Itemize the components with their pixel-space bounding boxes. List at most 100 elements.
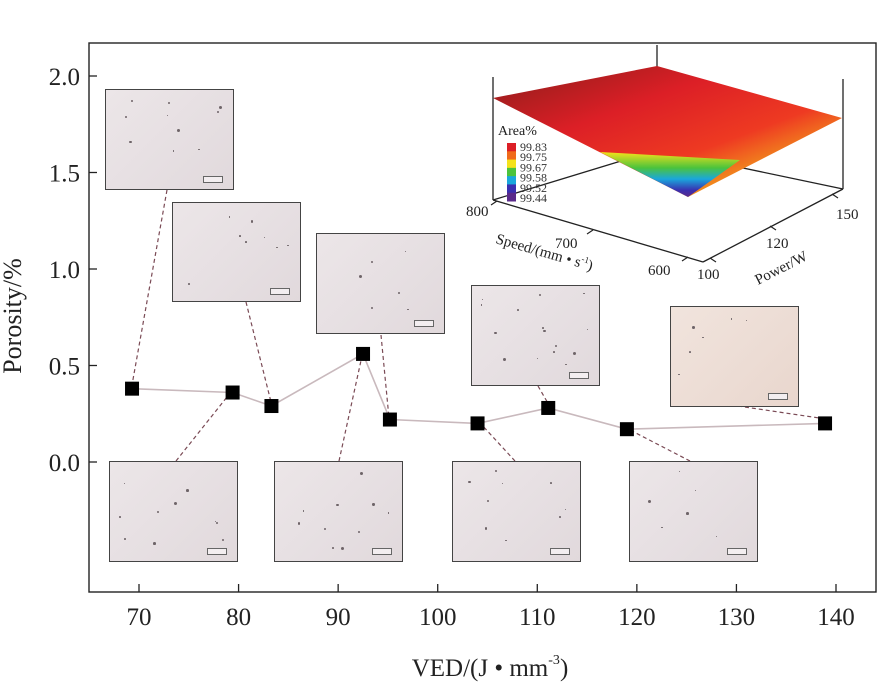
- connector-4: [338, 355, 363, 462]
- micrograph-5: [670, 306, 799, 407]
- inset-speed-tick-label: 800: [466, 204, 489, 220]
- inset-floor-front-left: [492, 199, 704, 263]
- micrograph-4: [471, 285, 600, 386]
- data-point: [541, 400, 556, 415]
- pore: [553, 350, 556, 353]
- pore: [688, 351, 691, 354]
- pore: [239, 235, 241, 237]
- pore: [542, 329, 546, 333]
- pore: [176, 128, 180, 132]
- colorbar-segment: [507, 192, 516, 202]
- y-axis: 2.01.51.00.50.0: [49, 64, 97, 477]
- pore: [661, 526, 664, 529]
- x-tick-label: 100: [419, 604, 457, 631]
- pore: [404, 250, 407, 253]
- pore: [264, 237, 266, 239]
- colorbar-segment: [507, 151, 516, 161]
- pore: [186, 489, 189, 492]
- pore: [678, 470, 681, 473]
- pore: [486, 500, 489, 503]
- scale-bar: [270, 288, 290, 295]
- pore: [372, 503, 375, 506]
- pore: [482, 298, 484, 300]
- speed-tick-600: [681, 256, 689, 262]
- x-axis-title: VED/(J • mm-3): [412, 653, 569, 682]
- colorbar-value: 99.83: [520, 140, 547, 154]
- series-markers: [125, 346, 833, 437]
- data-point: [619, 422, 634, 437]
- data-point: [818, 416, 833, 431]
- micrograph-1: [105, 89, 234, 190]
- inset-speed-tick-labels: 800 700 600: [466, 204, 671, 279]
- pore: [565, 363, 567, 365]
- speed-tick-800: [490, 200, 498, 206]
- micrograph-2: [172, 202, 301, 302]
- data-point: [356, 346, 371, 361]
- pore: [197, 148, 200, 151]
- pore: [217, 111, 220, 114]
- micrograph-6: [109, 461, 238, 562]
- colorbar-value: 99.44: [520, 191, 547, 205]
- pore: [564, 509, 566, 511]
- pore: [572, 351, 576, 355]
- data-point: [225, 385, 240, 400]
- pore: [222, 538, 225, 541]
- connector-3: [245, 301, 272, 403]
- x-tick-label: 140: [817, 604, 855, 631]
- pore: [340, 547, 344, 551]
- pore: [157, 511, 160, 514]
- pore: [517, 309, 520, 311]
- pore: [123, 482, 125, 485]
- x-tick-label: 130: [718, 604, 756, 631]
- colorbar-segment: [507, 143, 516, 152]
- pore: [407, 308, 409, 311]
- inset-floor-front-right: [702, 188, 844, 263]
- y-tick-label: 1.5: [49, 161, 80, 188]
- colorbar-segment: [507, 167, 516, 177]
- colorbar-segment: [507, 176, 516, 185]
- pore: [550, 482, 553, 485]
- pore: [371, 307, 374, 310]
- inset-power-tick-label: 100: [697, 267, 720, 283]
- pore: [332, 547, 335, 550]
- inset-colorbar: [507, 143, 516, 202]
- pore: [647, 500, 651, 504]
- pore: [287, 244, 289, 246]
- x-tick-label: 70: [127, 604, 152, 631]
- inset-power-tick-labels: 100 120 150: [697, 207, 859, 283]
- inset-legend-title: Area%: [498, 124, 537, 139]
- pore: [468, 481, 471, 484]
- micrograph-connectors: [131, 189, 827, 462]
- inset-power-axis-title: Power/W: [753, 248, 811, 288]
- inset-speed-tick-label: 700: [555, 236, 578, 252]
- inset-power-tick-label: 150: [836, 207, 859, 223]
- pore: [276, 246, 278, 249]
- colorbar-value: 99.52: [520, 181, 547, 195]
- inset-speed-tick-label: 600: [648, 263, 671, 279]
- speed-tick-700: [586, 229, 594, 235]
- connector-7: [537, 385, 550, 406]
- inset-power-tick-label: 120: [766, 236, 789, 252]
- pore: [187, 283, 190, 285]
- pore: [172, 149, 175, 152]
- y-tick-label: 0.5: [49, 354, 80, 381]
- connector-2: [175, 391, 232, 462]
- micrograph-8: [452, 461, 581, 562]
- pore: [554, 344, 558, 348]
- pore: [297, 522, 301, 525]
- pore: [214, 520, 217, 523]
- pore: [131, 100, 134, 103]
- pore: [360, 472, 364, 476]
- pore: [324, 528, 327, 531]
- pore: [166, 114, 168, 116]
- data-point: [470, 416, 485, 431]
- scale-bar: [550, 548, 570, 555]
- pore: [397, 291, 400, 294]
- pore: [228, 216, 231, 218]
- micrograph-3: [316, 233, 445, 334]
- pore: [303, 510, 305, 512]
- pore: [250, 219, 254, 223]
